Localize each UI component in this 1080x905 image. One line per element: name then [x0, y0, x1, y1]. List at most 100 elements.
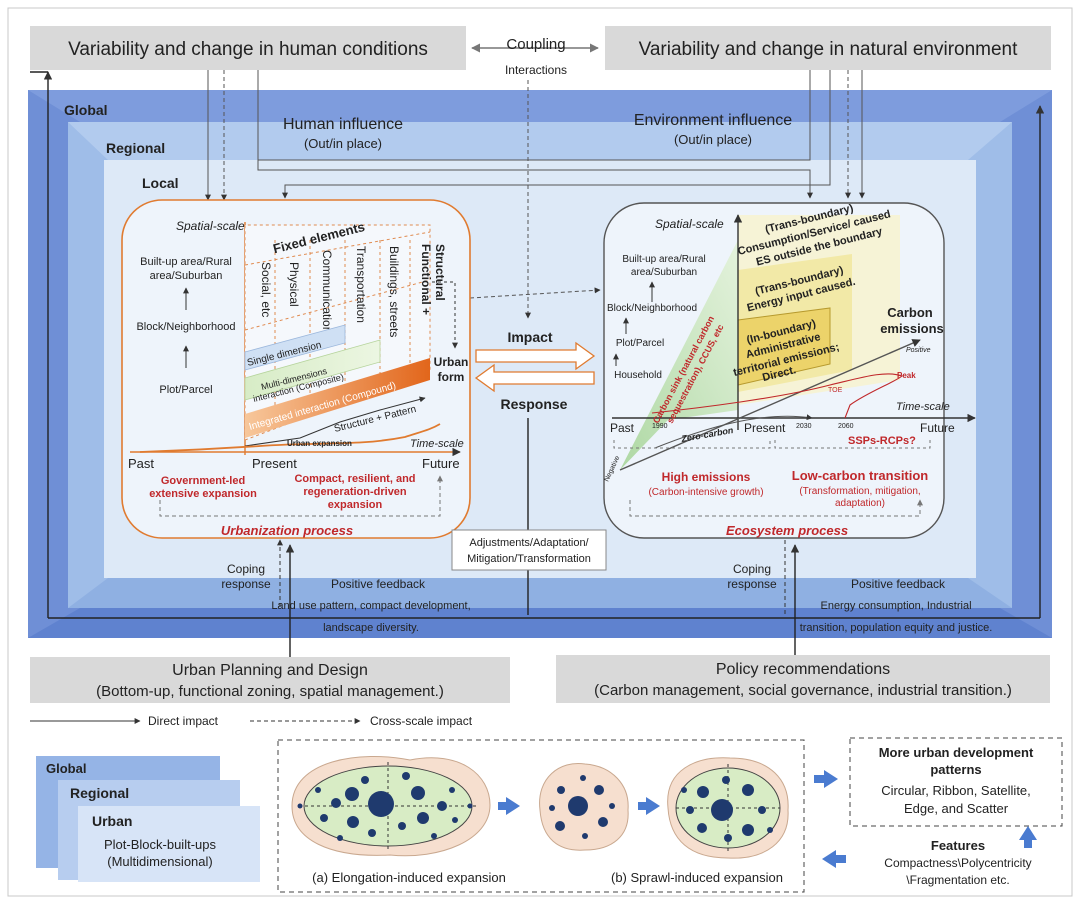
- human-conditions-label: Variability and change in human conditio…: [68, 39, 428, 60]
- peak-label: Peak: [897, 371, 916, 380]
- urban-expansion-label: Urban expansion: [287, 439, 352, 448]
- patterns-body-line1: Circular, Ribbon, Satellite,: [881, 783, 1031, 798]
- stack-global-label: Global: [46, 761, 86, 776]
- seed-dots: [549, 775, 615, 839]
- patterns-arrow: [814, 770, 838, 788]
- feedback-section: Coping response Positive feedback Land u…: [221, 539, 992, 660]
- urban-plot: Plot/Parcel: [159, 384, 212, 396]
- sprawl-dots: [681, 776, 773, 842]
- urban-block: Block/Neighborhood: [136, 321, 235, 333]
- elongation-arrow: [498, 797, 520, 815]
- left-outcomes-line2: landscape diversity.: [323, 622, 419, 634]
- urban-expansion-curve: [139, 423, 441, 453]
- functional-label: Functional +: [419, 244, 433, 315]
- response-arrow: [474, 363, 595, 393]
- stack-regional-label: Regional: [70, 785, 129, 801]
- stack-urban-card: [78, 806, 260, 882]
- stack-plot-line2: (Multidimensional): [107, 854, 212, 869]
- integrated-band: [245, 358, 430, 438]
- features-body-line2: \Fragmentation etc.: [906, 873, 1009, 887]
- positive-feedback-right: Positive feedback: [851, 577, 946, 591]
- urban-planning-title: Urban Planning and Design: [172, 662, 368, 679]
- elongation-dots: [297, 772, 473, 841]
- eco-present: Present: [744, 421, 786, 435]
- multi-dimension-band: [244, 339, 381, 401]
- urban-builtup-line1: Built-up area/Rural: [140, 256, 232, 268]
- urban-builtup-line2: area/Suburban: [150, 270, 223, 282]
- single-dimension-band: [244, 324, 346, 371]
- policy-title: Policy recommendations: [716, 661, 890, 678]
- elongation-caption: (a) Elongation-induced expansion: [312, 870, 506, 885]
- natural-environment-box: [605, 26, 1051, 70]
- low-carbon-line1: Low-carbon transition: [792, 468, 929, 483]
- carbon-emissions-line2: emissions: [880, 321, 944, 336]
- sprawl-caption: (b) Sprawl-induced expansion: [611, 870, 783, 885]
- compact-line1: Compact, resilient, and: [294, 473, 415, 485]
- urban-future: Future: [422, 456, 460, 471]
- regional-frame-bottom-bevel: [68, 578, 1012, 608]
- right-outcomes-line1: Energy consumption, Industrial: [820, 600, 971, 612]
- elongation-city: (a) Elongation-induced expansion: [291, 755, 520, 885]
- urban-form-arrow: [432, 281, 458, 349]
- features-up-arrow: [1019, 826, 1037, 848]
- human-influence-title: Human influence: [283, 116, 403, 133]
- eco-plot: Plot/Parcel: [616, 338, 664, 349]
- regional-frame-top-bevel: [68, 122, 1012, 160]
- eco-time-scale: Time-scale: [896, 401, 950, 413]
- human-to-eco-line: [257, 70, 813, 199]
- legend-direct-label: Direct impact: [148, 714, 219, 728]
- eco-process-dashed: [629, 499, 923, 517]
- eco-past: Past: [610, 421, 635, 435]
- coping-right-line1: Coping: [733, 562, 771, 576]
- urban-time-scale: Time-scale: [410, 438, 464, 450]
- zero-carbon-arrow: [654, 414, 813, 449]
- natural-environment-label: Variability and change in natural enviro…: [639, 39, 1019, 60]
- eco-block: Block/Neighborhood: [607, 303, 697, 314]
- carbon-sink-area: [620, 240, 738, 470]
- impact-label: Impact: [507, 329, 552, 345]
- features-left-arrow: [822, 850, 846, 868]
- past-present-bracket: [613, 440, 771, 449]
- scale-label-regional: Regional: [106, 140, 165, 156]
- environment-influence-title: Environment influence: [634, 112, 792, 129]
- structural-label: Structural: [433, 244, 447, 301]
- scale-label-local: Local: [142, 175, 179, 191]
- eco-diagonal-axis: [619, 339, 921, 471]
- present-future-bracket: [774, 440, 931, 449]
- policy-sub: (Carbon management, social governance, i…: [594, 682, 1012, 699]
- patterns-title-line2: patterns: [930, 762, 981, 777]
- stack-urban-label: Urban: [92, 813, 132, 829]
- element-column-social: Social, etc: [259, 262, 273, 317]
- year-2060: 2060: [838, 423, 854, 430]
- urban-form-line2: form: [438, 370, 465, 384]
- outer-feedback-lines: [30, 71, 1045, 619]
- policy-box: [556, 655, 1050, 703]
- urban-past: Past: [128, 456, 154, 471]
- eco-household: Household: [614, 370, 662, 381]
- scale-stack: Global Regional Urban Plot-Block-built-u…: [36, 756, 260, 882]
- urban-planning-sub: (Bottom-up, functional zoning, spatial m…: [96, 683, 444, 700]
- scale-label-global: Global: [64, 102, 108, 118]
- element-column-transportation: Transportation: [354, 246, 368, 323]
- adjustments-line1: Adjustments/Adaptation/: [469, 537, 589, 549]
- global-frame-top-bevel: [28, 90, 1052, 122]
- left-outcomes-line1: Land use pattern, compact development,: [271, 600, 470, 612]
- high-emissions-line1: High emissions: [662, 470, 751, 484]
- low-carbon-line3: adaptation): [835, 498, 885, 509]
- global-frame-bottom-bevel: [28, 608, 1052, 638]
- eco-builtup-line1: Built-up area/Rural: [622, 254, 705, 265]
- structure-pattern-arrow: [244, 396, 426, 447]
- coping-left-line1: Coping: [227, 562, 265, 576]
- patterns-box: [849, 737, 1063, 827]
- human-influence-sub: (Out/in place): [304, 136, 382, 151]
- impact-response: Impact Response Adjustments/Adaptation/ …: [451, 329, 607, 615]
- interactions-label: Interactions: [505, 63, 567, 77]
- emission-pathway-curve: [651, 373, 904, 419]
- urban-present: Present: [252, 456, 297, 471]
- element-grid-lines: [244, 231, 431, 430]
- urbanization-process-label: Urbanization process: [221, 523, 353, 538]
- env-to-urban-line: [282, 70, 831, 199]
- gov-led-line2: extensive expansion: [149, 488, 257, 500]
- toe-label: TOE: [828, 387, 843, 394]
